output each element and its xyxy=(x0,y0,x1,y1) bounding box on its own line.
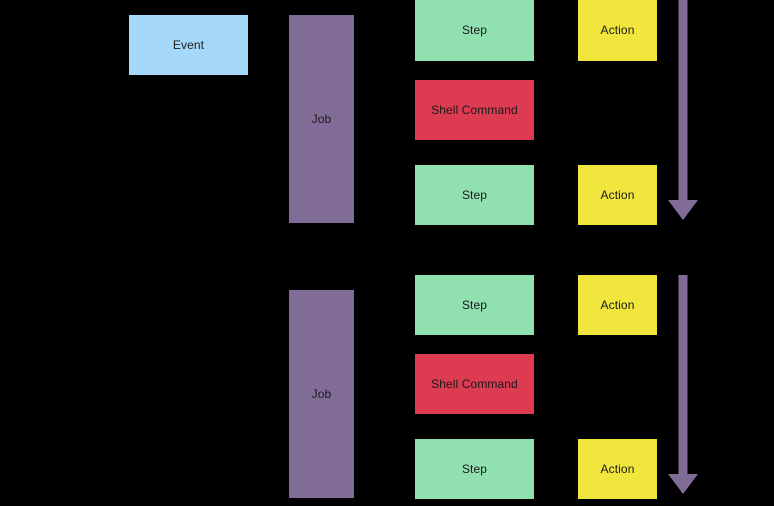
node-label-action-1-1: Action xyxy=(600,23,635,38)
node-action-2-2[interactable]: Action xyxy=(578,439,657,499)
node-label-action-1-2: Action xyxy=(600,187,635,202)
node-label-job-1: Job xyxy=(311,111,332,126)
node-label-step-2-1: Step xyxy=(461,297,488,312)
node-label-shell-command-2: Shell Command xyxy=(431,376,518,391)
node-label-job-2: Job xyxy=(311,386,332,401)
node-shell-command-2[interactable]: Shell Command xyxy=(415,354,534,414)
node-job-1[interactable]: Job xyxy=(289,15,354,223)
node-action-2-1[interactable]: Action xyxy=(578,275,657,335)
node-label-action-2-2: Action xyxy=(600,461,635,476)
node-label-event: Event xyxy=(172,37,205,52)
node-event[interactable]: Event xyxy=(129,15,248,75)
node-label-step-1-2: Step xyxy=(461,187,488,202)
node-label-action-2-1: Action xyxy=(600,297,635,312)
node-shell-command-1[interactable]: Shell Command xyxy=(415,80,534,140)
node-label-step-1-1: Step xyxy=(461,23,488,38)
node-action-1-1[interactable]: Action xyxy=(578,0,657,61)
node-action-1-2[interactable]: Action xyxy=(578,165,657,225)
flow-arrow-down-icon-2 xyxy=(668,275,698,494)
flow-arrow-down-icon-1 xyxy=(668,0,698,220)
node-step-2-1[interactable]: Step xyxy=(415,275,534,335)
node-label-shell-command-1: Shell Command xyxy=(431,102,518,117)
node-job-2[interactable]: Job xyxy=(289,290,354,498)
node-label-step-2-2: Step xyxy=(461,461,488,476)
node-step-1-1[interactable]: Step xyxy=(415,0,534,61)
node-step-1-2[interactable]: Step xyxy=(415,165,534,225)
node-step-2-2[interactable]: Step xyxy=(415,439,534,499)
